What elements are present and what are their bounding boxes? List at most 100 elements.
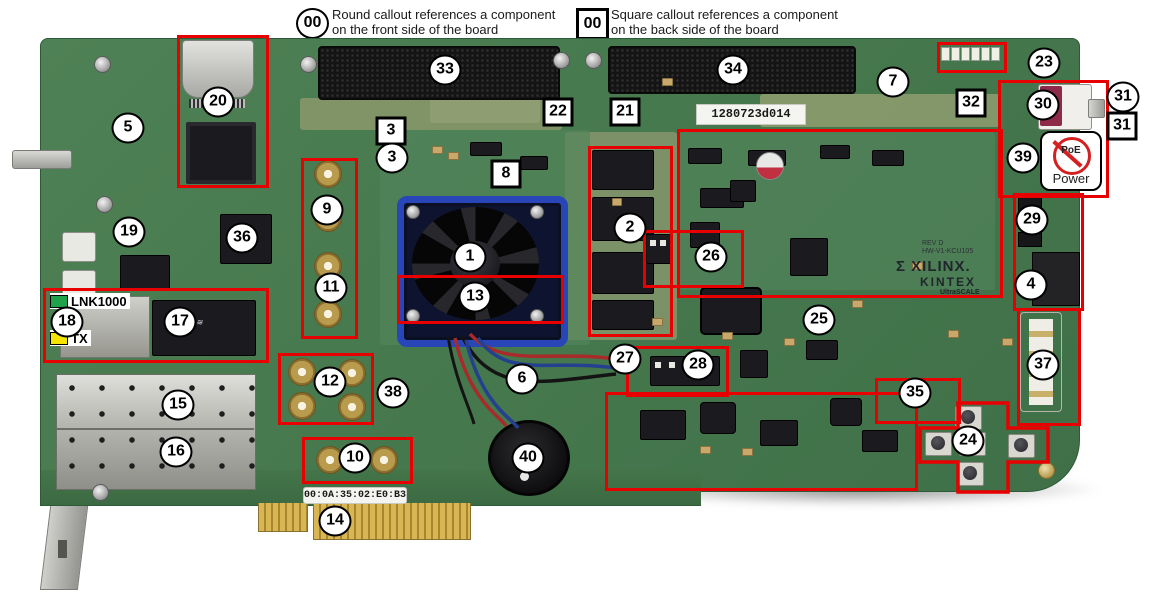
dip-dot [697, 362, 703, 368]
micro-usb-connector [62, 232, 96, 262]
ic-chip [872, 150, 904, 166]
ic-chip [730, 180, 756, 202]
status-led [981, 47, 990, 61]
power-text: Power [1052, 171, 1090, 186]
capacitor [432, 146, 443, 154]
status-led [961, 47, 970, 61]
fan-screw [530, 309, 544, 323]
push-button-center [959, 432, 986, 456]
hdmi-pins [189, 99, 245, 108]
sma-connector [314, 300, 342, 328]
capacitor [612, 198, 622, 206]
cooling-fan-assembly [397, 196, 568, 347]
rev-line2: HW-V1-KCU105 [922, 248, 974, 255]
ic-chip [220, 214, 272, 264]
ic-chip [120, 255, 170, 289]
screw [96, 196, 113, 213]
sma-connector [288, 358, 316, 386]
capacitor [448, 152, 459, 160]
lnk-led-text: LNK1000 [71, 293, 127, 309]
push-button-down [957, 462, 984, 486]
hdmi-chip [186, 122, 256, 184]
black-header-connector [1032, 252, 1080, 306]
ic-chip [862, 430, 898, 452]
fan-screw [406, 309, 420, 323]
tx-led-text: TX [71, 330, 88, 346]
legend-square-line2: on the back side of the board [611, 22, 779, 37]
power-switch-red [1040, 86, 1062, 126]
ddr-chip [592, 197, 654, 241]
ic-chip [470, 142, 502, 156]
legend-square-text: Square callout references a component on… [611, 7, 861, 37]
callout-square-31: 31 [1106, 111, 1138, 141]
ddr-chip [592, 300, 654, 330]
tx-led-label: TX [50, 330, 91, 346]
ic-chip [640, 410, 686, 440]
status-led [951, 47, 960, 61]
logo-series: UltraSCALE [940, 289, 980, 296]
capacitor [948, 330, 959, 338]
dip-dot [650, 240, 656, 246]
push-button-right [1008, 434, 1035, 458]
jumper [1018, 196, 1042, 211]
atx-power-connector [1020, 312, 1062, 412]
capacitor [742, 448, 753, 456]
piezo-buzzer [488, 420, 570, 496]
fmc-hpc-connector [318, 46, 560, 100]
sma-connector [288, 392, 316, 420]
legend-round-line1: Round callout references a component [332, 7, 556, 22]
buzzer-hole [520, 472, 529, 481]
push-button-left [925, 432, 952, 456]
fan-hub [450, 241, 500, 287]
power-inductor [700, 287, 762, 335]
capacitor [852, 300, 863, 308]
power-switch-toggle [1088, 99, 1105, 118]
screw [585, 52, 602, 69]
capacitor [784, 338, 795, 346]
fmc-lpc-connector [608, 46, 856, 94]
chip-marking: ≋ [196, 318, 203, 327]
ic-chip [806, 340, 838, 360]
pci-bracket-slot [58, 540, 67, 558]
fan-screw [530, 205, 544, 219]
ic-chip [690, 222, 720, 248]
legend-round-line2: on the front side of the board [332, 22, 499, 37]
jumper [1018, 214, 1042, 229]
dip-dot [655, 362, 661, 368]
ic-chip [688, 148, 722, 164]
jumper [1018, 232, 1042, 247]
yellow-led-swatch [50, 331, 68, 345]
dip-dot [683, 362, 689, 368]
screw [553, 52, 570, 69]
hdmi-connector [182, 40, 254, 98]
rev-line1: REV D [922, 240, 944, 247]
ic-chip [700, 402, 736, 434]
screw [300, 56, 317, 73]
poe-power-icon: PoE Power [1040, 131, 1102, 191]
capacitor [912, 262, 923, 270]
dip-switch [646, 234, 672, 264]
serial-number-label: 1280723d014 [696, 104, 806, 125]
legend-round-callout-symbol: 00 [296, 8, 329, 39]
sma-connector [338, 359, 366, 387]
mounting-hole [1038, 462, 1055, 479]
capacitor [662, 78, 673, 86]
fan-screw [406, 205, 420, 219]
capacitor [652, 318, 663, 326]
push-button-up [955, 406, 982, 430]
screw [94, 56, 111, 73]
capacitor [722, 332, 733, 340]
legend-square-callout-symbol: 00 [576, 8, 609, 40]
legend-square-line1: Square callout references a component [611, 7, 838, 22]
ic-chip [790, 238, 828, 276]
pcie-finger-segment [313, 503, 471, 540]
xilinx-logo: Σ XILINX. KINTEX UltraSCALE [896, 258, 1016, 296]
dip-switch [650, 356, 720, 386]
ic-chip [740, 350, 768, 378]
pcie-finger-segment [258, 503, 308, 532]
green-led-swatch [50, 294, 68, 308]
sma-connector [316, 446, 344, 474]
lnk-led-label: LNK1000 [50, 293, 130, 309]
legend-round-text: Round callout references a component on … [332, 7, 572, 37]
